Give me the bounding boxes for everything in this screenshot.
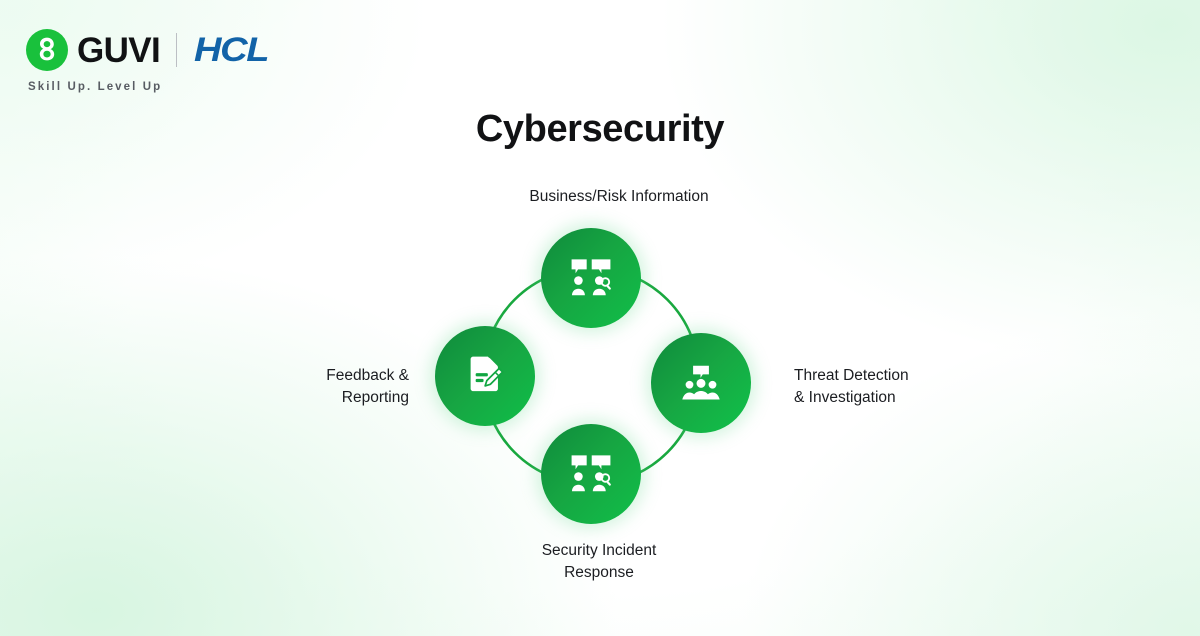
guvi-wordmark: GUVI [77,30,161,70]
cycle-node-business-risk-information[interactable] [541,228,641,328]
two-people-speech-bubbles-magnifier-icon [571,455,611,492]
cycle-node-feedback-reporting[interactable] [435,326,535,426]
cycle-diagram: Business/Risk Information Threat Detecti… [289,180,949,581]
hcl-wordmark: HCL [194,31,270,69]
brand-lockup: GUVI HCL Skill Up. Level Up [26,27,270,93]
document-pen-edit-icon [470,356,504,392]
cycle-node-threat-detection-investigation[interactable] [651,333,751,433]
cycle-label-feedback-reporting: Feedback & Reporting [326,367,409,406]
people-group-speech-bubble-icon [682,365,720,400]
cycle-label-business-risk-information: Business/Risk Information [529,188,709,205]
vertical-divider-icon [176,33,178,67]
page-title: Cybersecurity [475,108,725,150]
guvi-g-mark-icon [26,29,68,71]
cycle-label-security-incident-response: Security Incident Response [541,542,657,581]
cycle-node-security-incident-response[interactable] [541,424,641,524]
two-people-speech-bubbles-magnifier-icon [571,259,611,296]
brand-tagline: Skill Up. Level Up [28,81,163,93]
brand-row: GUVI HCL [26,27,270,73]
cycle-label-threat-detection-investigation: Threat Detection & Investigation [794,367,909,406]
